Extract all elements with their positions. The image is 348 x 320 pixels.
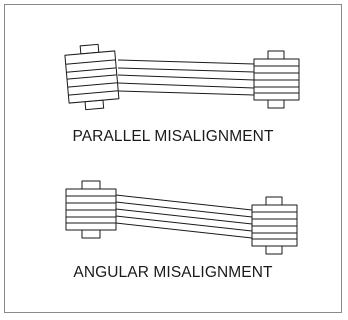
parallel-left-hub (64, 43, 120, 111)
angular-left-hub (65, 180, 117, 239)
parallel-misalignment-caption: PARALLEL MISALIGNMENT (72, 128, 274, 145)
parallel-misalignment-illustration (64, 43, 300, 111)
angular-shaft-lines (115, 194, 253, 239)
angular-misalignment-caption: ANGULAR MISALIGNMENT (73, 264, 273, 281)
parallel-shaft-lines (117, 59, 255, 96)
figure-frame (4, 4, 342, 313)
parallel-right-hub (253, 50, 300, 109)
angular-misalignment-illustration (65, 180, 298, 255)
angular-right-hub (251, 196, 298, 255)
